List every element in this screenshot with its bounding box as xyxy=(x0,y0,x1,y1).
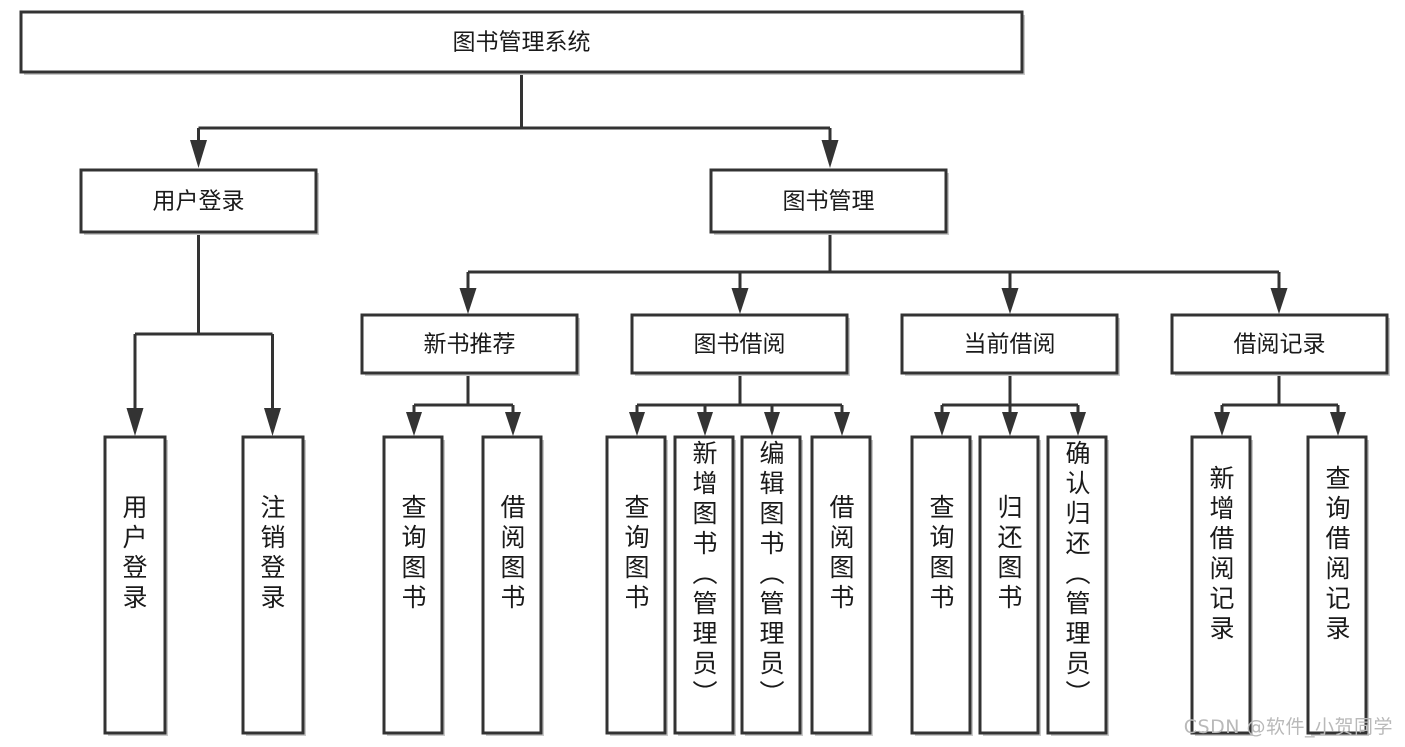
arrowhead-icon xyxy=(834,412,850,436)
leaf-borrow-book-b-box xyxy=(810,435,872,735)
leaf-query-borrow-record-label: 查询借阅记录 xyxy=(1325,464,1350,643)
node-book-management[interactable]: 图书管理 xyxy=(709,168,949,235)
leaf-logout-box xyxy=(241,435,305,735)
leaf-add-book-admin-box xyxy=(673,435,735,735)
leaf-edit-book-admin-box xyxy=(740,435,802,735)
leaf-user-login-box xyxy=(103,435,167,735)
leaf-return-book-box xyxy=(978,435,1040,735)
arrowhead-icon xyxy=(1270,288,1288,314)
arrowhead-icon xyxy=(459,288,477,314)
leaf-add-borrow-record-label: 新增借阅记录 xyxy=(1209,464,1234,643)
node-book-borrow[interactable]: 图书借阅 xyxy=(630,313,850,376)
leaf-nodes-layer: 用户登录 注销登录 查询图书 借阅图书 查询 xyxy=(103,435,1369,736)
leaf-user-login[interactable]: 用户登录 xyxy=(103,435,168,736)
leaf-logout-label: 注销登录 xyxy=(260,493,285,612)
leaf-add-book-admin-label: 新增图书︵管理员︶ xyxy=(692,439,717,708)
edge-layer xyxy=(133,72,1340,412)
node-book-borrow-box xyxy=(630,313,849,375)
arrowhead-icon xyxy=(190,140,207,168)
leaf-borrow-book-b-label: 借阅图书 xyxy=(829,493,854,612)
leaf-confirm-return-admin-label: 确认归还︵管理员︶ xyxy=(1065,439,1090,708)
node-root-label: 图书管理系统 xyxy=(453,30,591,56)
leaf-user-login-label: 用户登录 xyxy=(122,493,147,612)
arrowhead-icon xyxy=(764,412,780,436)
leaf-query-book-c-label: 查询图书 xyxy=(929,493,954,612)
node-user-login-box xyxy=(79,168,318,234)
node-book-borrow-label: 图书借阅 xyxy=(694,332,786,358)
arrowhead-icon xyxy=(1001,288,1019,314)
arrowhead-icon xyxy=(1002,412,1018,436)
leaf-query-book-a-label: 查询图书 xyxy=(401,493,426,612)
leaf-edit-book-admin-label: 编辑图书︵管理员︶ xyxy=(759,439,784,708)
arrowhead-icon xyxy=(629,412,645,436)
arrowhead-icon xyxy=(1330,412,1346,436)
leaf-query-book-a[interactable]: 查询图书 xyxy=(382,435,445,736)
node-root[interactable]: 图书管理系统 xyxy=(19,10,1025,75)
leaf-add-book-admin[interactable]: 新增图书︵管理员︶ xyxy=(673,435,736,736)
arrowhead-icon xyxy=(934,412,950,436)
node-book-management-box xyxy=(709,168,948,234)
node-current-borrow-label: 当前借阅 xyxy=(964,332,1056,358)
arrowhead-icon xyxy=(1214,412,1230,436)
leaf-query-book-b[interactable]: 查询图书 xyxy=(605,435,668,736)
node-root-box xyxy=(19,10,1024,74)
leaf-return-book-label: 归还图书 xyxy=(997,493,1022,612)
leaf-query-book-b-box xyxy=(605,435,667,735)
leaf-query-borrow-record-box xyxy=(1306,435,1368,735)
node-user-login-label: 用户登录 xyxy=(153,189,245,215)
leaf-query-borrow-record[interactable]: 查询借阅记录 xyxy=(1306,435,1369,736)
arrowhead-icon xyxy=(731,288,749,314)
node-borrow-record[interactable]: 借阅记录 xyxy=(1170,313,1390,376)
leaf-add-borrow-record[interactable]: 新增借阅记录 xyxy=(1190,435,1253,736)
leaf-logout[interactable]: 注销登录 xyxy=(241,435,306,736)
leaf-borrow-book-b[interactable]: 借阅图书 xyxy=(810,435,873,736)
arrowhead-icon xyxy=(264,408,281,436)
leaf-query-book-b-label: 查询图书 xyxy=(624,493,649,612)
arrowhead-icon xyxy=(406,412,422,436)
node-new-book-recommend-box xyxy=(360,313,579,375)
node-current-borrow[interactable]: 当前借阅 xyxy=(900,313,1120,376)
leaf-edit-book-admin[interactable]: 编辑图书︵管理员︶ xyxy=(740,435,803,736)
node-new-book-recommend[interactable]: 新书推荐 xyxy=(360,313,580,376)
leaf-return-book[interactable]: 归还图书 xyxy=(978,435,1041,736)
leaf-borrow-book-a[interactable]: 借阅图书 xyxy=(481,435,544,736)
node-borrow-record-box xyxy=(1170,313,1389,375)
node-book-management-label: 图书管理 xyxy=(783,189,875,215)
node-new-book-recommend-label: 新书推荐 xyxy=(424,332,516,358)
leaf-add-borrow-record-box xyxy=(1190,435,1252,735)
leaf-borrow-book-a-box xyxy=(481,435,543,735)
node-user-login[interactable]: 用户登录 xyxy=(79,168,319,235)
arrowhead-icon xyxy=(505,412,521,436)
leaf-query-book-c-box xyxy=(910,435,972,735)
leaf-query-book-c[interactable]: 查询图书 xyxy=(910,435,973,736)
leaf-borrow-book-a-label: 借阅图书 xyxy=(500,493,525,612)
node-borrow-record-label: 借阅记录 xyxy=(1234,332,1326,358)
arrowhead-icon xyxy=(821,140,839,168)
leaf-confirm-return-admin[interactable]: 确认归还︵管理员︶ xyxy=(1046,435,1109,736)
node-current-borrow-box xyxy=(900,313,1119,375)
arrowhead-icon xyxy=(126,408,144,436)
leaf-confirm-return-admin-box xyxy=(1046,435,1108,735)
leaf-query-book-a-box xyxy=(382,435,444,735)
arrowhead-layer xyxy=(126,140,1346,436)
arrowhead-icon xyxy=(697,412,713,436)
arrowhead-icon xyxy=(1070,412,1086,436)
